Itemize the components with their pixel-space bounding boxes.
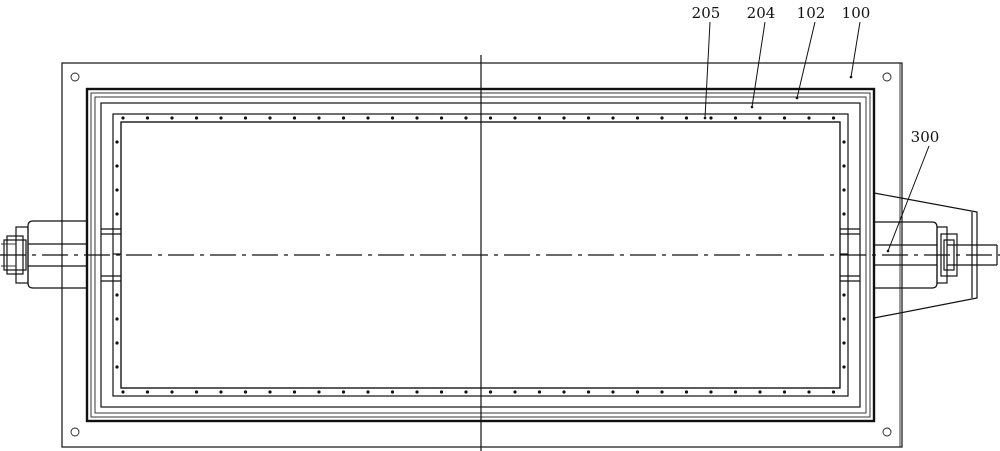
rivet-dot (194, 116, 199, 120)
leader-dot-100 (849, 75, 853, 79)
rivet-dot (807, 390, 811, 394)
rivet-dot (782, 390, 787, 394)
rivet-dot (488, 116, 493, 120)
rivet-dot (415, 116, 419, 120)
rivet-dot (439, 390, 444, 394)
rivet-dot (733, 116, 738, 120)
rivet-dot (115, 293, 119, 297)
rivet-dot (464, 116, 468, 120)
rivet-dot (513, 116, 517, 120)
rivet-dot (842, 140, 846, 144)
rivet-dot (660, 116, 664, 120)
rivet-dot (842, 164, 846, 168)
rivet-dot (121, 116, 125, 120)
callout-205: 205 (692, 4, 721, 22)
leader-line-100 (850, 21, 861, 78)
rivet-dot (562, 116, 566, 120)
rivet-dot (292, 116, 297, 120)
rivet-dot (170, 390, 174, 394)
rivet-dot (292, 390, 297, 394)
rivet-dot (115, 212, 119, 216)
rivet-dot (709, 116, 713, 120)
leader-dot-300 (886, 249, 890, 253)
rivet-dot (415, 390, 419, 394)
rivet-dot (611, 390, 615, 394)
rivet-dot (219, 390, 223, 394)
callout-204: 204 (747, 4, 776, 22)
rivet-dot (758, 116, 762, 120)
rivet-dot (684, 390, 689, 394)
leader-line-205 (704, 21, 711, 119)
rivet-dot (145, 116, 150, 120)
rivet-dot (268, 116, 272, 120)
rivet-dot (115, 188, 119, 192)
rivet-dot (611, 116, 615, 120)
rivet-dot (831, 116, 836, 120)
rivet-dot (390, 116, 395, 120)
rivet-dot (586, 116, 591, 120)
callout-300: 300 (911, 128, 940, 146)
rivet-dot (782, 116, 787, 120)
rivet-dot (807, 116, 811, 120)
rivet-dot (635, 116, 640, 120)
callout-labels: 205 204 102 100 300 (692, 4, 940, 253)
leader-dot-102 (795, 96, 799, 100)
shaft-notches (101, 228, 860, 282)
rivet-dot (684, 116, 689, 120)
rivet-dot (464, 390, 468, 394)
callout-102: 102 (797, 4, 826, 22)
rivet-dot (842, 188, 846, 192)
rivet-dot (366, 390, 370, 394)
rivet-dot (709, 390, 713, 394)
rivet-dot (831, 390, 836, 394)
rivet-dot (121, 390, 125, 394)
rivet-dot (366, 116, 370, 120)
rivet-dot (537, 116, 542, 120)
rivet-dot (842, 212, 846, 216)
rivet-dot (194, 390, 199, 394)
rivet-dot (439, 116, 444, 120)
rivet-dot (145, 390, 150, 394)
rivet-dot (562, 390, 566, 394)
rivet-dot (341, 116, 346, 120)
rivet-dot (243, 116, 248, 120)
rivet-dot (586, 390, 591, 394)
centerlines (0, 55, 1000, 451)
leader-line-300 (887, 145, 930, 252)
leader-line-102 (796, 21, 816, 99)
leader-dot-204 (750, 105, 754, 109)
rivet-dot (635, 390, 640, 394)
rivet-dot (115, 341, 119, 345)
rivet-dot (660, 390, 664, 394)
rivet-dot (513, 390, 517, 394)
rivet-dot (390, 390, 395, 394)
rivet-dot (115, 317, 119, 321)
rivet-dot (317, 116, 321, 120)
rivet-dot (115, 365, 119, 369)
rivet-dot (243, 390, 248, 394)
rivet-dot (341, 390, 346, 394)
rivet-dot (115, 164, 119, 168)
leader-line-204 (751, 21, 766, 108)
rivet-dot (758, 390, 762, 394)
rivet-dot (488, 390, 493, 394)
leader-dot-205 (703, 116, 707, 120)
rivet-dot (115, 140, 119, 144)
rivet-dot (842, 317, 846, 321)
rivet-dot (733, 390, 738, 394)
rivet-dot (842, 293, 846, 297)
rivet-dot (842, 341, 846, 345)
rivet-dot (317, 390, 321, 394)
rivet-dot (537, 390, 542, 394)
rivet-dot (170, 116, 174, 120)
rivet-dot (268, 390, 272, 394)
callout-100: 100 (842, 4, 871, 22)
rivet-dot (219, 116, 223, 120)
rivet-dot (842, 365, 846, 369)
rivet-dots (115, 116, 846, 394)
